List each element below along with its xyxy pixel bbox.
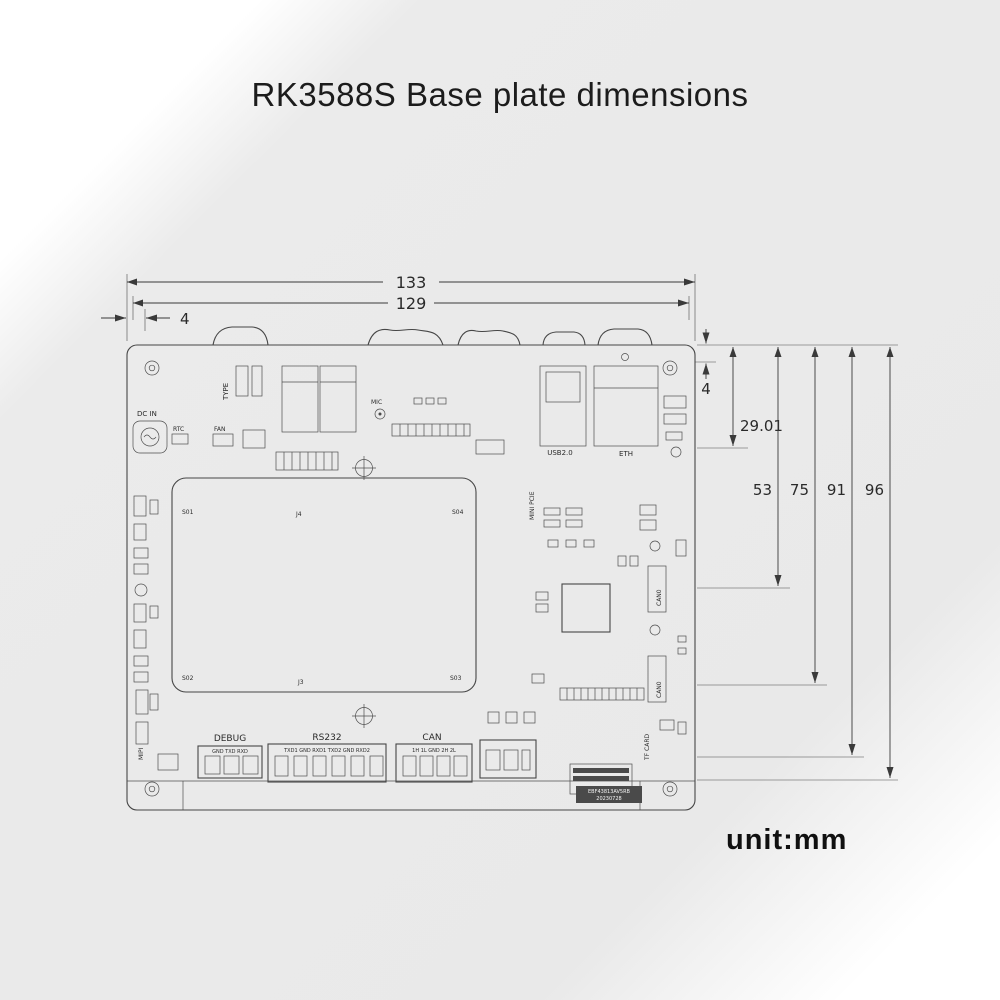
board-outline [126,326,696,811]
rs232-connector [267,743,387,783]
rs232-pins-label: TXD1 GND RXD1 TXD2 GND RXD2 [283,748,370,754]
fiducial-bottom-icon [352,704,376,728]
mipi-label: MIPI [138,747,145,760]
pin-header-bottom [559,687,645,701]
mini-pcie-label: MINI PCIE [529,491,536,520]
mounting-hole-br [662,781,678,797]
debug-label: DEBUG [214,734,246,744]
dim-53: 53 [753,481,772,499]
rs232-label: RS232 [312,733,341,743]
debug-connector [197,745,263,779]
eth-label: ETH [619,450,633,458]
mounting-hole-tl [144,360,160,376]
debug-pins-label: GND TXD RXD [212,749,248,755]
can0-upper-connector [647,565,667,613]
dc-in-label: DC IN [137,410,157,418]
left-components: DC IN RTC FAN [132,410,339,760]
can-pins-label: 1H 1L GND 2H 2L [412,748,456,754]
som-ref-bc: J3 [297,679,304,686]
can-connector [395,743,473,783]
board-id-label: EBF43813AV5RB [588,789,631,795]
som-ref-br: S03 [450,675,462,682]
right-components: MINI PCIE CAN0 CAN0 [487,491,687,735]
can0-lower-connector [647,655,667,703]
top-components: TYPE MIC [222,365,687,458]
fiducial-top-icon [352,456,376,480]
type-c-label: TYPE [222,383,230,401]
dim-133: 133 [396,273,427,292]
pin-header-top [391,423,471,437]
pin-header-left [275,451,339,471]
dc-jack [132,420,168,454]
usb2-label: USB2.0 [547,449,573,457]
dim-29-01: 29.01 [740,417,783,435]
rtc-label: RTC [173,426,184,433]
board-id-box: EBF43813AV5RB 20230728 [576,786,642,803]
eth-connector [593,365,659,447]
dim-4-left: 4 [180,310,190,328]
som-ref-tc: J4 [295,511,302,518]
mic-label: MIC [371,399,382,406]
mounting-hole-tr [662,360,678,376]
main-chip [561,583,611,633]
som-ref-tl: S01 [182,509,194,516]
ac-wave-icon [143,434,157,440]
som-ref-bl: S02 [182,675,194,682]
usb-connector-2 [319,365,357,433]
board-date-label: 20230728 [596,796,621,802]
dim-4-top: 4 [701,380,711,398]
page-title: RK3588S Base plate dimensions [251,76,749,113]
mic-icon [374,408,386,420]
dim-91: 91 [827,481,846,499]
dim-96: 96 [865,481,884,499]
unit-label: unit:mm [726,824,848,856]
usb2-connector [539,365,587,447]
som-ref-tr: S04 [452,509,464,516]
right-dimensions: 4 29.01 53 75 91 96 [695,329,898,781]
dim-129: 129 [396,294,427,313]
can0-lower-label: CAN0 [656,681,663,698]
aux-connector [479,739,537,779]
tf-card-label: TF CARD [644,734,651,761]
can-label: CAN [422,733,441,743]
fan-label: FAN [214,426,226,433]
mounting-hole-bl [144,781,160,797]
dim-75: 75 [790,481,809,499]
top-dimensions: 133 129 4 [101,273,696,341]
bottom-connectors: DEBUG GND TXD RXD RS232 TXD1 GND RXD1 TX… [157,733,651,803]
usb-connector-1 [281,365,319,433]
can0-upper-label: CAN0 [656,589,663,606]
som-module: S01 J4 S04 S02 J3 S03 [171,477,477,693]
